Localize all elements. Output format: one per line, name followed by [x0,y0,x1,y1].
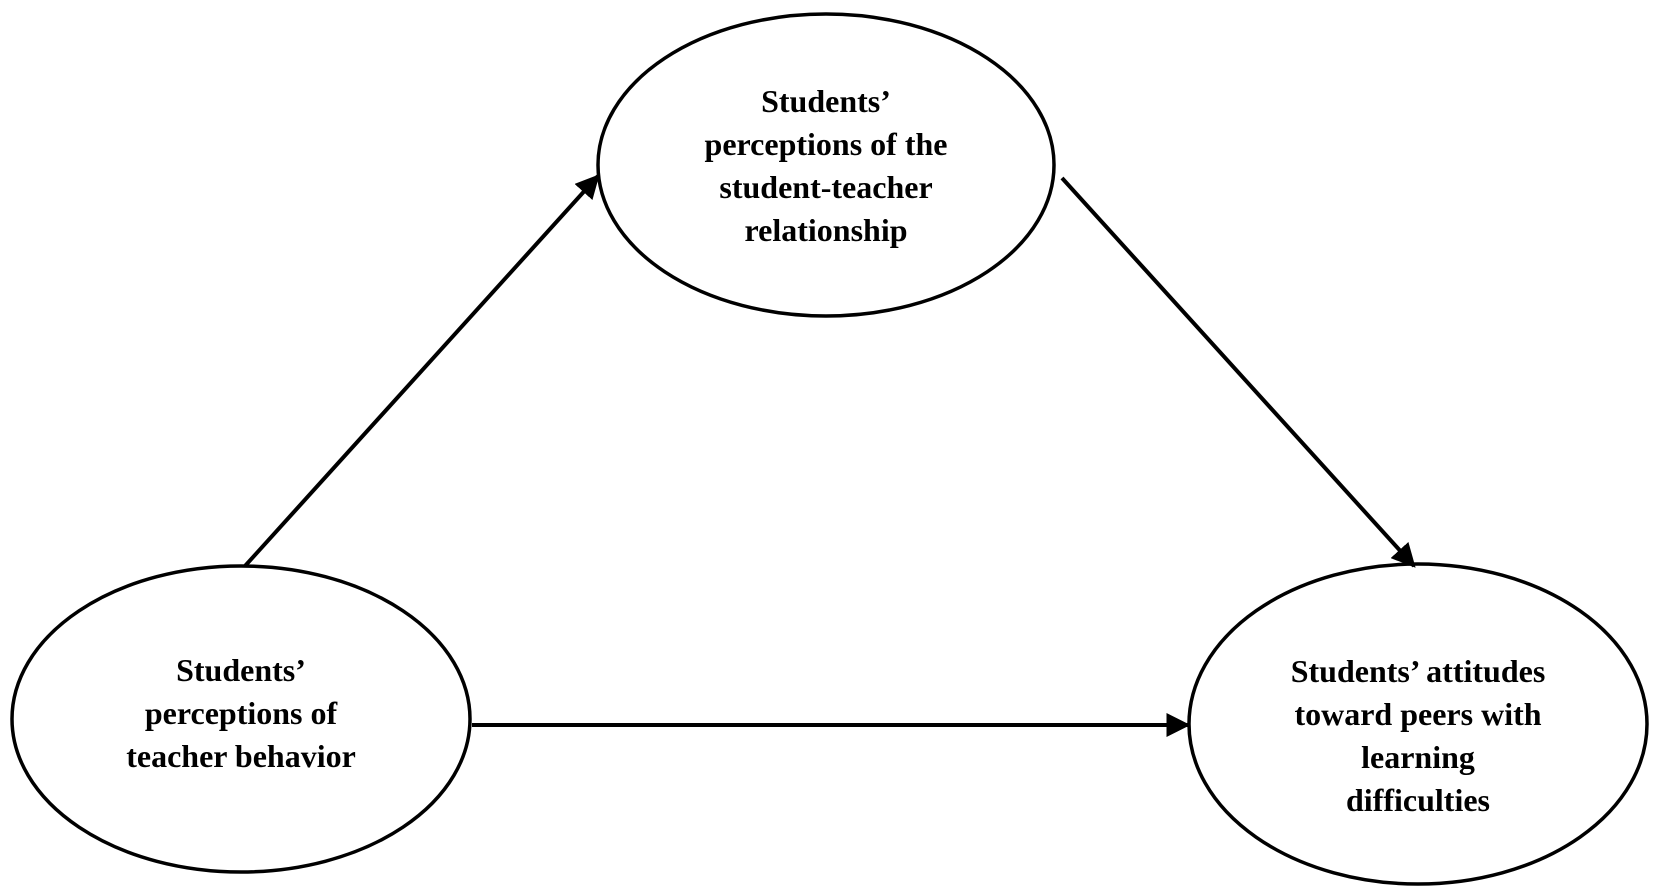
outcome-label-line-3: learning [1361,739,1475,775]
mediator-node [596,12,1056,318]
outcome-label-line-4: difficulties [1346,782,1490,818]
mediator-label-line-4: relationship [744,212,908,248]
arrow-predictor-to-mediator [243,174,600,568]
mediator-label-line-1: Students’ [761,83,891,119]
predictor-label-line-1: Students’ [176,651,306,688]
predictor-label: Students’ perceptions of teacher behavio… [41,647,441,779]
outcome-label: Students’ attitudes toward peers with le… [1218,648,1618,824]
mediator-label-line-3: student-teacher [719,169,933,205]
arrow-mediator-to-outcome [1060,176,1416,568]
predictor-label-line-3: teacher behavior [126,737,356,774]
outcome-label-line-1: Students’ attitudes [1290,653,1546,689]
predictor-node [10,564,472,874]
mediator-label-line-2: perceptions of the [704,126,948,162]
outcome-label-line-2: toward peers with [1294,696,1542,732]
mediator-label: Students’ perceptions of the student-tea… [626,78,1026,254]
predictor-label-line-2: perceptions of [144,694,338,731]
